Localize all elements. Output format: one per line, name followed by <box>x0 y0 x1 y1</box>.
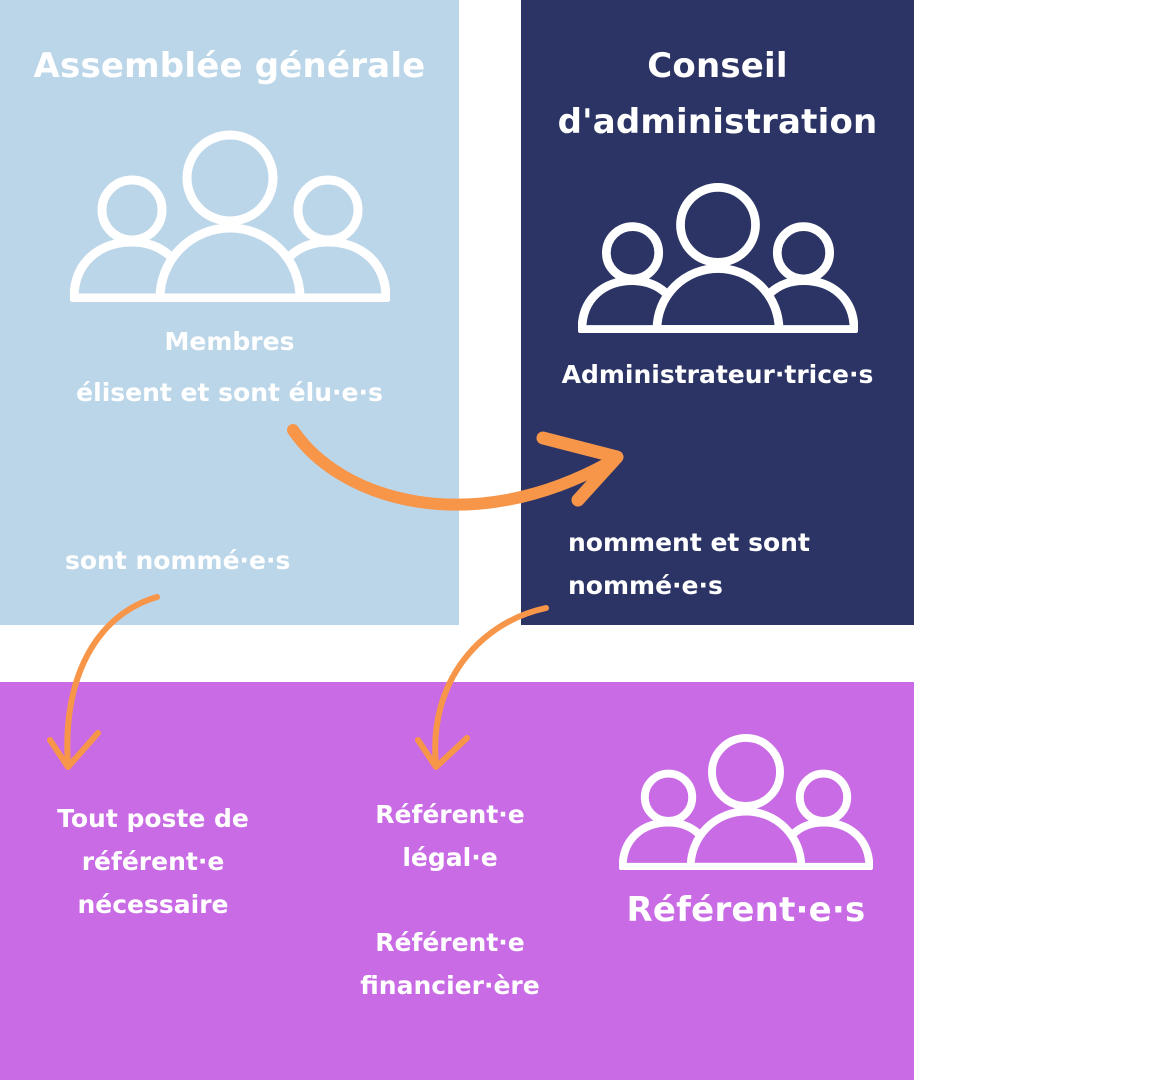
poste-line3: nécessaire <box>77 890 229 919</box>
referents-title: Référent·e·s <box>626 890 866 930</box>
referents-panel: Tout poste de référent·e nécessaire Réfé… <box>0 682 914 1080</box>
assemblee-members-label: Membres <box>164 327 295 356</box>
arrow-ag-to-poste-head <box>47 730 101 770</box>
assemblee-title: Assemblée générale <box>33 46 426 86</box>
arrow-ag-to-ca <box>287 424 616 511</box>
conseil-named-line2: nommé·e·s <box>568 571 723 600</box>
conseil-named-line1: nomment et sont <box>568 528 810 557</box>
referent-financier-line1: Référent·e <box>375 928 525 957</box>
conseil-administration-panel: Conseil d'administration Administrateur·… <box>521 0 914 625</box>
poste-line2: référent·e <box>81 847 225 876</box>
group-users-icon <box>70 130 390 302</box>
referent-legal-line2: légal·e <box>402 843 498 872</box>
arrow-ca-to-legal <box>432 605 549 768</box>
conseil-members-label: Administrateur·trice·s <box>561 360 874 389</box>
referent-financier-line2: financier·ère <box>360 971 540 1000</box>
group-users-icon <box>619 734 873 870</box>
assemblee-elect-label: élisent et sont élu·e·s <box>76 378 383 407</box>
assemblee-generale-panel: Assemblée générale Membres élisent et so… <box>0 0 459 625</box>
assemblee-named-label: sont nommé·e·s <box>65 546 291 575</box>
group-users-icon <box>578 183 858 333</box>
arrow-ca-to-legal-head <box>415 735 470 770</box>
referent-legal-line1: Référent·e <box>375 800 525 829</box>
arrow-ag-to-ca-head <box>536 431 624 507</box>
conseil-title-line1: Conseil <box>647 46 788 86</box>
conseil-title-line2: d'administration <box>557 102 878 142</box>
poste-line1: Tout poste de <box>57 804 249 833</box>
arrow-ag-to-poste <box>64 594 160 768</box>
